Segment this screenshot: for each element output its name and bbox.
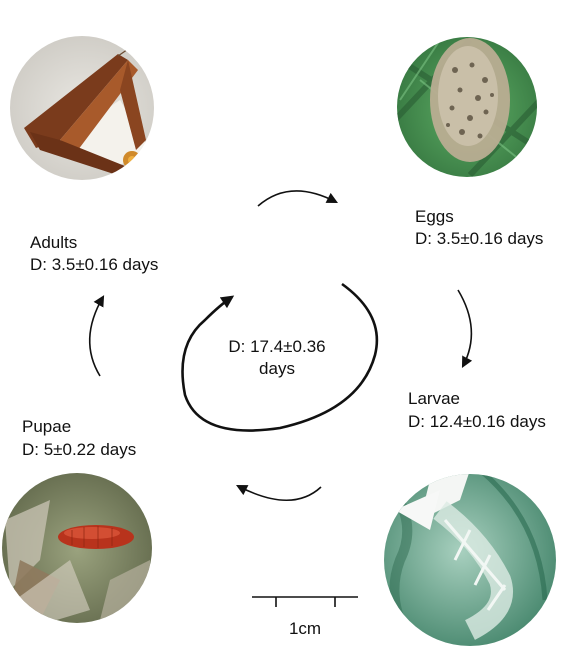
scale-bar-label: 1cm (289, 619, 321, 638)
pupa-photo (0, 470, 155, 630)
scale-bar (252, 597, 358, 607)
arrow-larvae-to-pupae (238, 486, 321, 500)
adults-label: Adults (30, 233, 77, 252)
larva-photo (380, 470, 560, 650)
pupae-label: Pupae (22, 417, 71, 436)
arrow-pupae-to-adults (90, 297, 103, 376)
arrow-adults-to-eggs (258, 191, 336, 206)
total-duration-line1: D: 17.4±0.36 (228, 337, 325, 356)
pupae-duration: D: 5±0.22 days (22, 440, 136, 459)
eggs-duration: D: 3.5±0.16 days (415, 229, 543, 248)
arrow-total-cycle (183, 284, 377, 431)
eggs-label: Eggs (415, 207, 454, 226)
total-duration-line2: days (259, 359, 295, 378)
arrow-eggs-to-larvae (458, 290, 471, 366)
larvae-duration: D: 12.4±0.16 days (408, 412, 546, 431)
egg-mass-photo (390, 30, 550, 190)
moth-photo (0, 30, 170, 190)
larvae-label: Larvae (408, 389, 460, 408)
adults-duration: D: 3.5±0.16 days (30, 255, 158, 274)
